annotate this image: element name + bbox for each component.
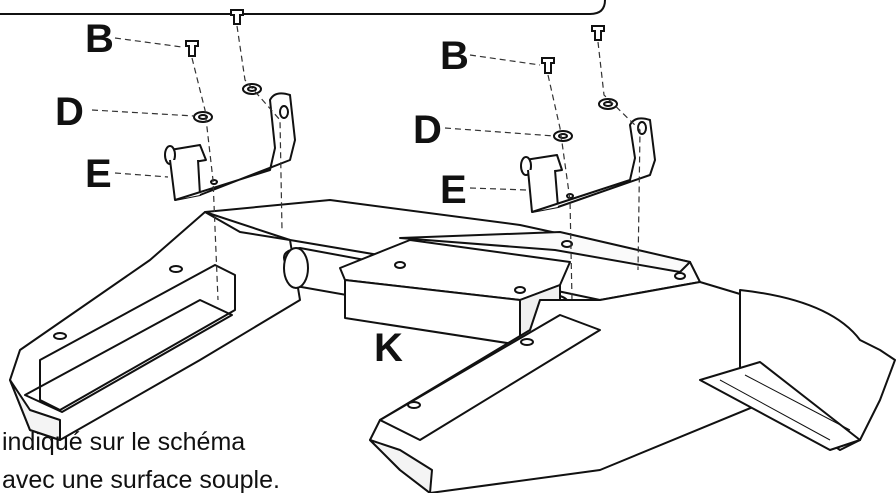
bracket-e-left	[164, 92, 296, 201]
label-d-right: D	[413, 108, 442, 152]
note-line-1: indiqué sur le schéma	[2, 428, 246, 456]
label-b-left: B	[85, 17, 114, 61]
dashed-lines	[91, 25, 641, 301]
label-e-left: E	[85, 152, 112, 196]
base-frame	[9, 199, 896, 493]
label-d-left: D	[55, 90, 84, 134]
label-b-right: B	[440, 34, 469, 78]
fasteners	[185, 9, 618, 142]
frame-border	[0, 0, 606, 15]
label-e-right: E	[440, 168, 467, 212]
note-line-2: avec une surface souple.	[2, 466, 280, 494]
bracket-e-right	[520, 117, 656, 213]
label-k: K	[374, 326, 403, 370]
